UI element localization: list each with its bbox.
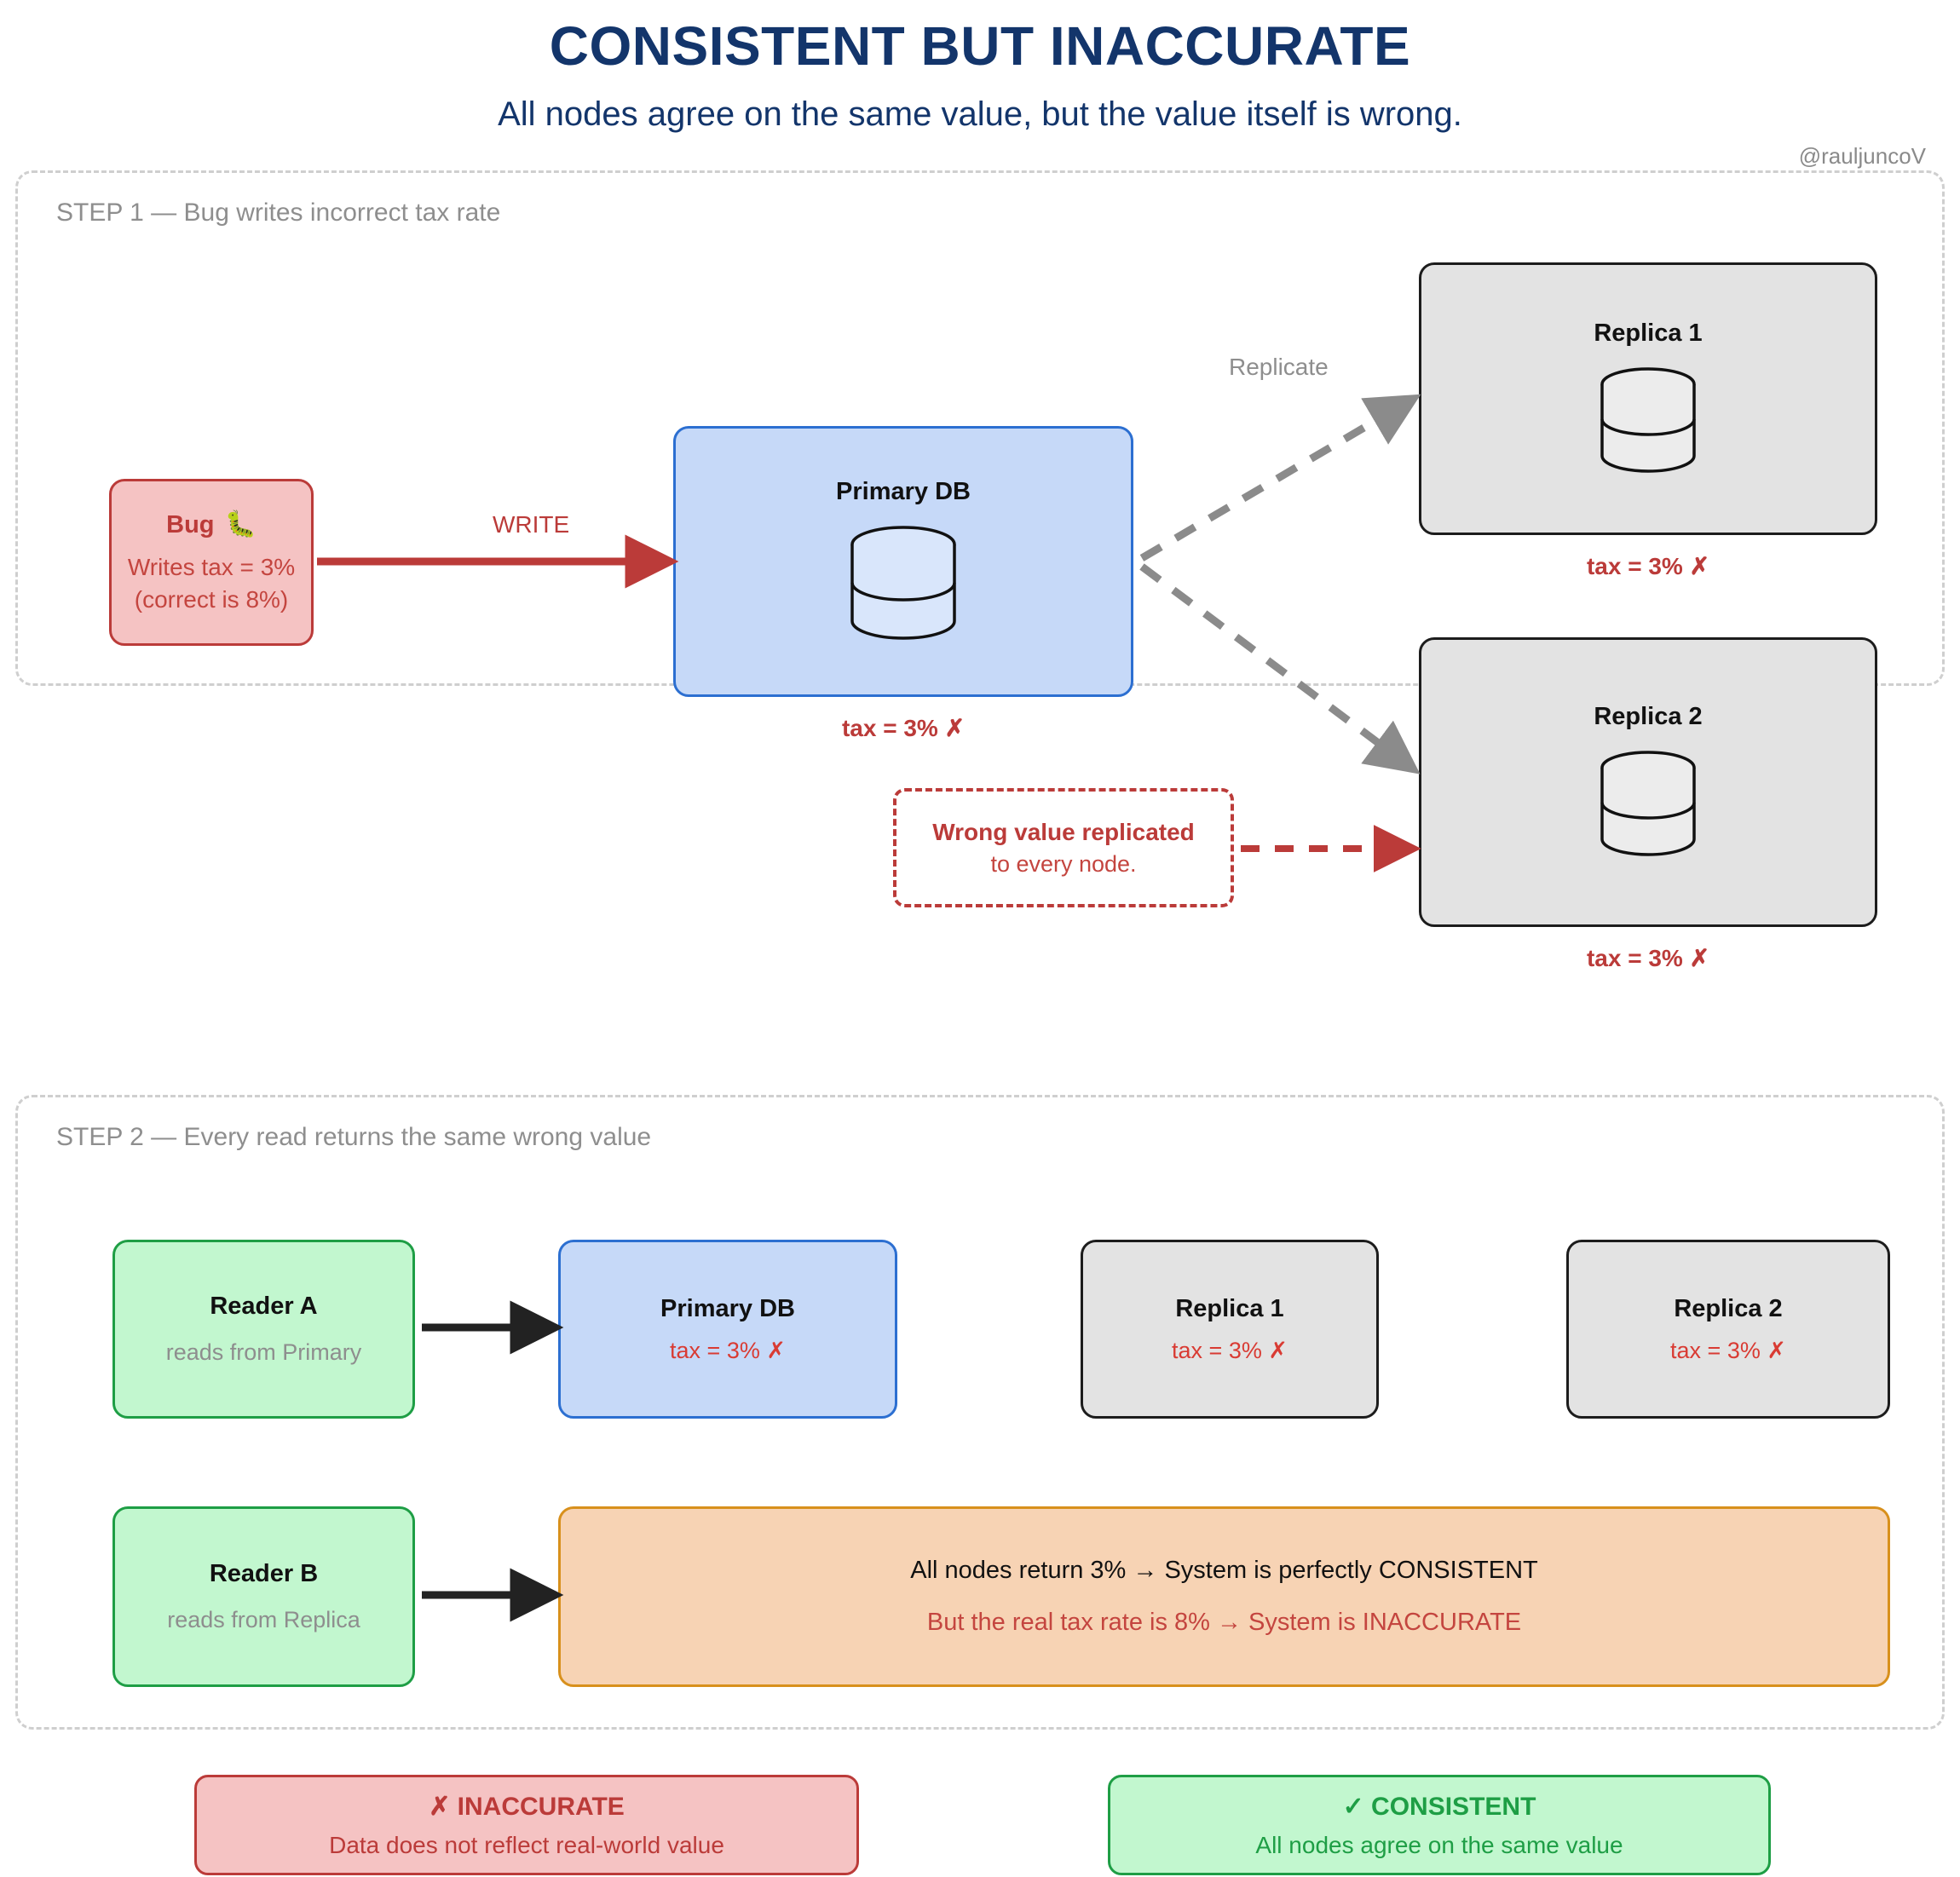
primary-db-node-step2[interactable]: Primary DB tax = 3% ✗ xyxy=(558,1240,897,1419)
page-subtitle: All nodes agree on the same value, but t… xyxy=(498,95,1462,133)
bug-node-title: Bug 🐛 xyxy=(166,510,257,539)
page-title: CONSISTENT BUT INACCURATE xyxy=(549,15,1411,77)
bug-line-1: Writes tax = 3% xyxy=(127,553,296,580)
replica-1-title: Replica 1 xyxy=(1594,320,1703,348)
legend-inaccurate-sub: Data does not reflect real-world value xyxy=(329,1831,724,1858)
legend-inaccurate: ✗ INACCURATE Data does not reflect real-… xyxy=(194,1775,859,1875)
bug-title-text: Bug xyxy=(166,510,215,538)
reader-a-title: Reader A xyxy=(210,1293,318,1320)
summary-inaccurate-line: But the real tax rate is 8% → System is … xyxy=(926,1609,1522,1636)
reader-a-node[interactable]: Reader A reads from Primary xyxy=(112,1240,415,1419)
reader-b-title: Reader B xyxy=(209,1560,319,1587)
replica-2-node[interactable]: Replica 2 xyxy=(1419,637,1877,927)
primary-db-title: Primary DB xyxy=(836,478,971,506)
replica-2-title-step2: Replica 2 xyxy=(1674,1295,1783,1323)
legend-inaccurate-title: ✗ INACCURATE xyxy=(429,1792,625,1821)
author-handle: @rauljuncoV xyxy=(1798,143,1926,169)
bug-node[interactable]: Bug 🐛 Writes tax = 3% (correct is 8%) xyxy=(109,479,314,646)
replica-1-tax-caption: tax = 3% ✗ xyxy=(1586,553,1710,579)
caterpillar-icon: 🐛 xyxy=(224,510,257,538)
callout-sub-text: to every node. xyxy=(990,850,1137,877)
primary-db-node[interactable]: Primary DB xyxy=(673,426,1133,697)
legend-consistent-title: ✓ CONSISTENT xyxy=(1342,1792,1536,1821)
page-header: CONSISTENT BUT INACCURATE All nodes agre… xyxy=(0,0,1960,135)
replicate-arrow-label: Replicate xyxy=(1229,354,1329,380)
replica-2-node-step2[interactable]: Replica 2 tax = 3% ✗ xyxy=(1566,1240,1890,1419)
write-arrow-label: WRITE xyxy=(493,511,570,538)
database-cylinder-icon xyxy=(1597,751,1699,862)
database-cylinder-icon xyxy=(847,526,960,646)
replica-1-tax-value: tax = 3% ✗ xyxy=(1172,1337,1288,1363)
replica-2-tax-value: tax = 3% ✗ xyxy=(1670,1337,1786,1363)
reader-a-subtitle: reads from Primary xyxy=(165,1339,362,1365)
legend-consistent-sub: All nodes agree on the same value xyxy=(1255,1831,1623,1858)
step-1-label: STEP 1 — Bug writes incorrect tax rate xyxy=(56,199,501,227)
reader-b-node[interactable]: Reader B reads from Replica xyxy=(112,1506,415,1687)
replica-2-title: Replica 2 xyxy=(1594,703,1703,731)
primary-db-title-step2: Primary DB xyxy=(660,1295,795,1323)
primary-db-tax-value: tax = 3% ✗ xyxy=(670,1337,786,1363)
summary-callout: All nodes return 3% → System is perfectl… xyxy=(558,1506,1890,1687)
replica-1-node-step2[interactable]: Replica 1 tax = 3% ✗ xyxy=(1081,1240,1379,1419)
bug-line-2: (correct is 8%) xyxy=(134,585,289,613)
wrong-value-callout: Wrong value replicated to every node. xyxy=(893,788,1234,907)
replica-1-node[interactable]: Replica 1 xyxy=(1419,262,1877,535)
callout-strong-text: Wrong value replicated xyxy=(932,818,1195,845)
reader-b-subtitle: reads from Replica xyxy=(167,1607,360,1632)
primary-db-tax-caption: tax = 3% ✗ xyxy=(841,715,966,741)
database-cylinder-icon xyxy=(1597,367,1699,479)
legend-consistent: ✓ CONSISTENT All nodes agree on the same… xyxy=(1108,1775,1771,1875)
replica-2-tax-caption: tax = 3% ✗ xyxy=(1586,945,1710,971)
replica-1-title-step2: Replica 1 xyxy=(1175,1295,1284,1323)
step-2-label: STEP 2 — Every read returns the same wro… xyxy=(56,1123,652,1151)
summary-consistent-line: All nodes return 3% → System is perfectl… xyxy=(910,1557,1538,1584)
